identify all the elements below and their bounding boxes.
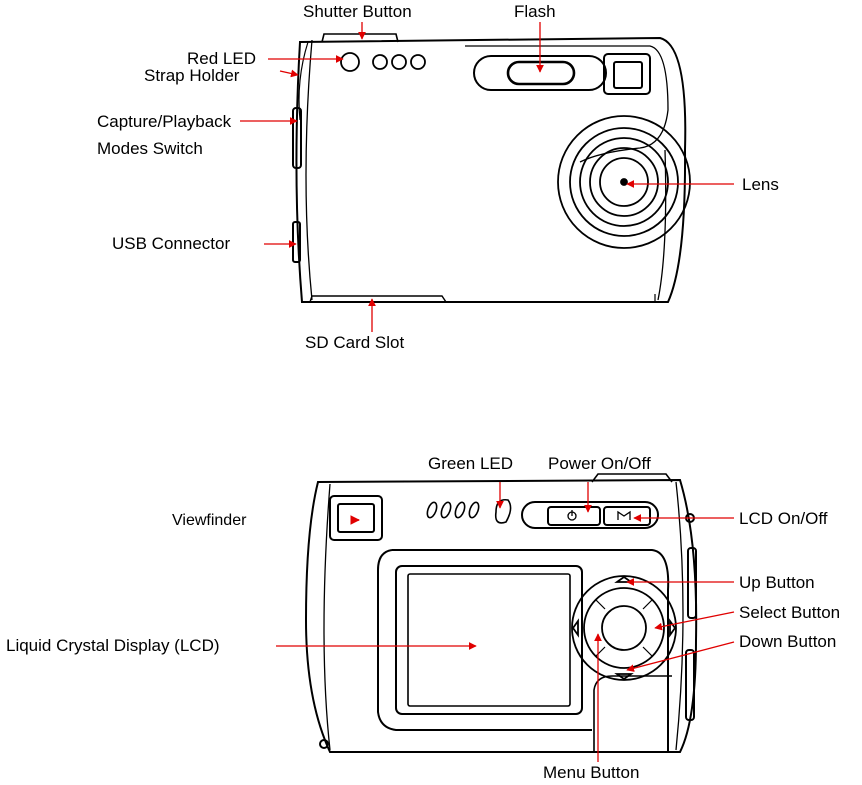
green-led-shape [494,498,512,524]
lcd-panel [377,549,672,752]
label-sd-card-slot: SD Card Slot [305,333,405,352]
label-usb-connector: USB Connector [112,234,231,253]
flash-assembly [473,53,651,95]
label-down-button: Down Button [739,632,837,651]
label-flash: Flash [514,2,556,21]
speaker-grille [426,498,512,524]
label-lcd-on-off: LCD On/Off [739,509,828,528]
label-lens: Lens [742,175,779,194]
label-select-button: Select Button [739,603,841,622]
label-viewfinder: Viewfinder [172,512,247,529]
front-leader-lines [240,22,734,332]
front-camera-body [292,33,687,303]
red-led-circle [340,52,360,72]
label-power-on-off: Power On/Off [548,454,651,473]
lens-assembly [557,115,691,249]
label-strap-holder: Strap Holder [144,66,240,85]
label-lcd: Liquid Crystal Display (LCD) [6,636,220,655]
label-green-led: Green LED [428,454,514,473]
label-capture-playback-line1: Capture/Playback [97,112,232,131]
label-capture-playback-line2: Modes Switch [97,139,203,158]
label-red-led: Red LED [187,49,256,68]
d-pad [571,575,677,681]
label-shutter-button: Shutter Button [303,2,412,21]
power-lcd-buttons [521,501,659,529]
red-led-and-sensors [340,52,426,72]
label-up-button: Up Button [739,573,815,592]
back-leader-lines [276,482,735,762]
back-camera-body [304,473,698,753]
viewfinder-shape [329,495,383,541]
label-menu-button: Menu Button [543,763,640,782]
